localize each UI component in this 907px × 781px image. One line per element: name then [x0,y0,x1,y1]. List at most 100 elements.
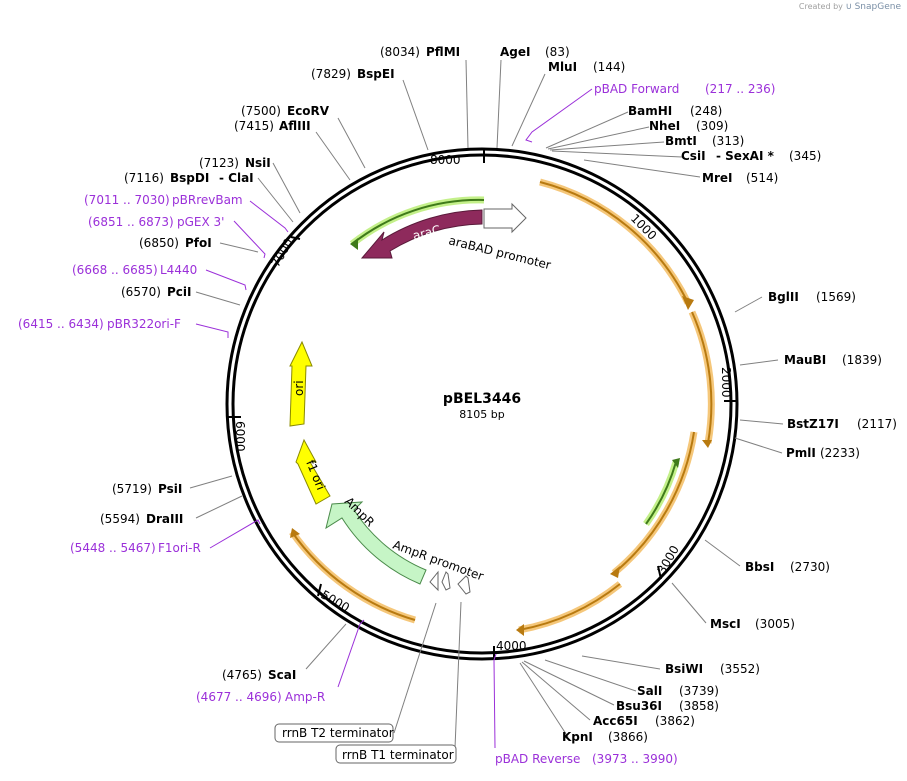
enzyme-bglii-pos: (1569) [816,290,856,304]
ori-feature[interactable] [289,340,313,427]
primer-l4440-name[interactable]: L4440 [160,263,197,277]
primer-pgex3-range: (6851 .. 6873) [88,215,174,229]
primer-pgex3-name[interactable]: pGEX 3' [177,215,224,229]
primer-amp-r-name[interactable]: Amp-R [285,690,325,704]
tick-label-7000: 7000 [268,236,295,269]
enzyme-pfoi-pos: (6850) [139,236,179,250]
enzyme-csii-name[interactable]: CsiI [681,149,706,163]
leader-lines [189,59,784,749]
primer-pbr322ori-f-name[interactable]: pBR322ori-F [107,317,181,331]
tick-label-2000: 2000 [719,367,733,398]
credit-text: Created by [798,2,843,11]
enzyme-bspdi-pos: (7116) [124,171,164,185]
primer-pbad-reverse-name[interactable]: pBAD Reverse [495,752,580,766]
enzyme-pflmi-name[interactable]: PflMI [426,45,460,59]
ori-label: ori [292,380,306,396]
rrnb-t1-terminator-box[interactable] [335,744,457,764]
credit-brand: SnapGene [854,2,901,12]
primer-pbrrevbam-name[interactable]: pBRrevBam [172,193,243,207]
enzyme-ecorv-pos: (7500) [241,104,281,118]
enzyme-bspei-name[interactable]: BspEI [357,67,395,81]
enzyme-agei-name[interactable]: AgeI [500,45,530,59]
enzyme-pmli-pos: (2233) [820,446,860,460]
enzyme-csii-pos: (345) [789,149,821,163]
enzyme-bamhi-pos: (248) [690,104,722,118]
enzyme-acc65i-name[interactable]: Acc65I [593,714,638,728]
enzyme-bstz17i-pos: (2117) [857,417,897,431]
enzyme-maubi-name[interactable]: MauBI [784,353,826,367]
orf-arcs [289,178,715,634]
enzyme-mlui-pos: (144) [593,60,625,74]
enzyme-bsu36i-name[interactable]: Bsu36I [616,699,662,713]
enzyme-kpni-name[interactable]: KpnI [562,730,593,744]
enzyme-ecorv-name[interactable]: EcoRV [287,104,330,118]
enzyme-maubi-pos: (1839) [842,353,882,367]
primer-f1ori-r-name[interactable]: F1ori-R [158,541,201,555]
enzyme-pfoi-name[interactable]: PfoI [185,236,212,250]
primer-pbrrevbam-range: (7011 .. 7030) [84,193,170,207]
tick-label-4000: 4000 [496,639,527,653]
plasmid-size: 8105 bp [459,408,504,421]
enzyme-bbsi-pos: (2730) [790,560,830,574]
primer-leader-lines [195,88,593,749]
enzyme-bspdi-name[interactable]: BspDI [170,171,209,185]
enzyme-bspei-pos: (7829) [311,67,351,81]
enzyme-pflmi-pos: (8034) [380,45,420,59]
arac-label: araC [411,223,442,243]
enzyme-kpni-pos: (3866) [608,730,648,744]
enzyme-pcii-name[interactable]: PciI [167,285,192,299]
enzyme-sali-pos: (3739) [679,684,719,698]
enzyme-agei-pos: (83) [545,45,570,59]
arabad-promoter-feature[interactable] [483,202,527,234]
snapgene-logo-icon: ∪ [845,2,853,12]
enzyme-bsu36i-pos: (3858) [679,699,719,713]
enzyme-bbsi-name[interactable]: BbsI [745,560,774,574]
enzyme-clai-name[interactable]: - ClaI [219,171,254,185]
backbone-inner-ring [231,153,733,655]
primer-l4440-range: (6668 .. 6685) [72,263,158,277]
rrnb-t2-terminator-box[interactable] [274,723,394,743]
enzyme-bsiwi-name[interactable]: BsiWI [665,662,703,676]
primer-amp-r-range: (4677 .. 4696) [196,690,282,704]
enzyme-acc65i-pos: (3862) [655,714,695,728]
enzyme-scai-name[interactable]: ScaI [268,668,296,682]
enzyme-afliii-name[interactable]: AflIII [279,119,311,133]
f1-ori-feature[interactable] [295,438,331,505]
created-by-credit: Created by ∪ SnapGene [799,2,901,12]
ampr-feature[interactable] [325,501,427,585]
ampr-promoter-feature[interactable] [429,570,471,595]
enzyme-psii-pos: (5719) [112,482,152,496]
enzyme-nsii-name[interactable]: NsiI [245,156,271,170]
enzyme-msci-pos: (3005) [755,617,795,631]
enzyme-pcii-pos: (6570) [121,285,161,299]
enzyme-bstz17i-name[interactable]: BstZ17I [787,417,839,431]
enzyme-psii-name[interactable]: PsiI [158,482,182,496]
tick-label-6000: 6000 [233,421,247,452]
primer-pbad-forward-name[interactable]: pBAD Forward [594,82,679,96]
tick-marks [228,148,737,658]
arac-feature[interactable] [360,209,483,259]
enzyme-draiii-pos: (5594) [100,512,140,526]
arabad-promoter-label: araBAD promoter [447,233,552,272]
backbone-outer-ring [225,147,739,661]
primer-pbad-forward-range: (217 .. 236) [705,82,775,96]
enzyme-nsii-pos: (7123) [199,156,239,170]
enzyme-pmli-name[interactable]: PmlI [786,446,816,460]
enzyme-bsiwi-pos: (3552) [720,662,760,676]
enzyme-sali-name[interactable]: SalI [637,684,662,698]
enzyme-sexai-name[interactable]: - SexAI * [716,149,775,163]
enzyme-mlui-name[interactable]: MluI [548,60,577,74]
enzyme-nhei-pos: (309) [696,119,728,133]
enzyme-msci-name[interactable]: MscI [710,617,741,631]
tick-label-8000: 8000 [430,153,461,167]
enzyme-bglii-name[interactable]: BglII [768,290,799,304]
primer-f1ori-r-range: (5448 .. 5467) [70,541,156,555]
enzyme-mrei-pos: (514) [746,171,778,185]
enzyme-bmti-pos: (313) [712,134,744,148]
enzyme-draiii-name[interactable]: DraIII [146,512,183,526]
enzyme-mrei-name[interactable]: MreI [702,171,732,185]
enzyme-nhei-name[interactable]: NheI [649,119,680,133]
enzyme-bmti-name[interactable]: BmtI [665,134,697,148]
enzyme-bamhi-name[interactable]: BamHI [628,104,672,118]
